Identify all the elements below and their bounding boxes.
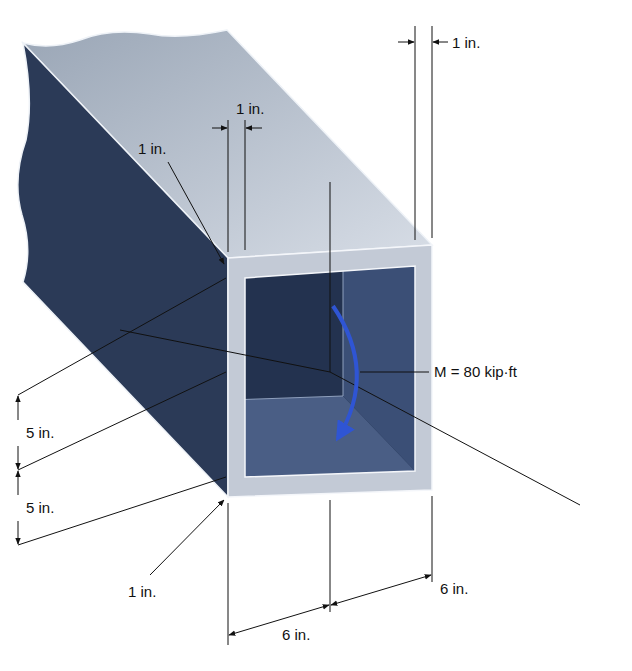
dimension-label: 1 in. (236, 100, 264, 117)
dimension-label: 5 in. (26, 499, 54, 516)
axis-line (120, 330, 330, 372)
dimension-label: 6 in. (440, 580, 468, 597)
dimension-label: 1 in. (452, 34, 480, 51)
dimension-label: 5 in. (26, 424, 54, 441)
leader-line (360, 372, 429, 373)
dimension-label: 6 in. (282, 626, 310, 643)
moment-label: M = 80 kip·ft (434, 363, 517, 380)
dimension-label: 1 in. (138, 140, 166, 157)
interior-wall (343, 191, 415, 471)
axis-line (330, 182, 331, 372)
dimension-label: 1 in. (128, 583, 156, 600)
moment-arrow (333, 306, 357, 438)
side-face (18, 43, 228, 497)
axis-line (330, 372, 580, 505)
